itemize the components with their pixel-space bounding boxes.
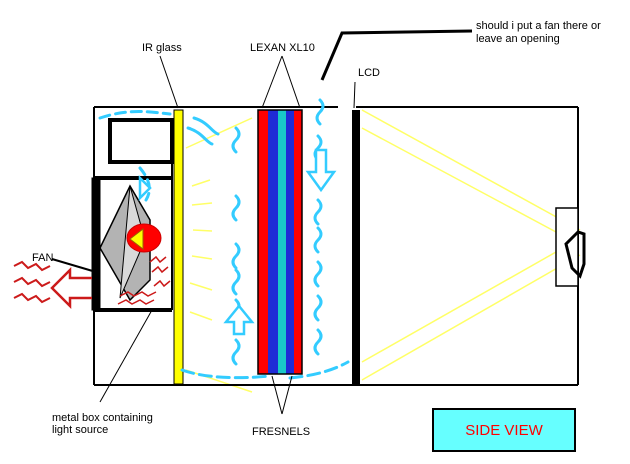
lcd-label: LCD [358,67,381,79]
enclosure-outline [93,106,579,386]
fan-exhaust-arrow-icon [50,266,92,310]
side-view-label: SIDE VIEW [465,421,543,439]
lexan-fresnel-stack [257,109,303,375]
fan-question-line1: should i put a fan there or [476,20,601,32]
metal-box-label-line1: metal box containing [52,412,153,424]
fan-question-line2: leave an opening [476,33,560,45]
lcd-panel [352,110,360,384]
exhaust-heat-waves [13,260,51,304]
ir-glass [173,109,184,385]
ir-glass-label: IR glass [142,42,182,54]
metal-light-box [91,118,174,312]
light-rays-right [361,109,581,381]
heat-wave-icon [117,255,171,305]
light-rays-left [185,117,253,393]
projection-lens [555,207,586,287]
fan-label: FAN [32,252,54,264]
leader-lines [99,55,356,415]
lamp-bulb-icon [126,223,162,253]
airflow-arrows [138,148,337,336]
fresnels-label: FRESNELS [252,426,311,438]
fan-pointer-line [51,258,97,273]
side-view-caption: SIDE VIEW [432,408,576,452]
lexan-label: LEXAN XL10 [250,42,315,54]
metal-box-label-line2: light source [52,424,109,436]
light-source [99,184,162,302]
fan-question-pointer [320,29,473,81]
